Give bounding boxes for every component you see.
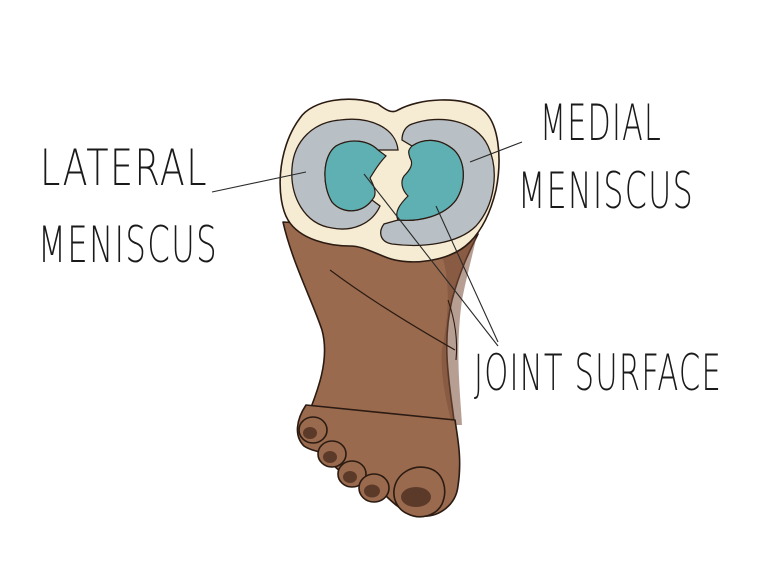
toenail-third xyxy=(343,471,357,483)
lateral-joint-surface xyxy=(324,140,387,212)
label-lateral-line2: MENISCUS xyxy=(38,216,218,274)
leg-illustration xyxy=(282,221,479,518)
ankle-crease xyxy=(447,299,458,361)
toenail-fourth xyxy=(323,451,337,463)
label-medial-line1: MEDIAL xyxy=(540,94,662,152)
leader-joint-surface-lateral xyxy=(363,173,499,347)
leader-lateral-meniscus xyxy=(211,171,307,193)
label-lateral-line1: LATERAL xyxy=(40,139,208,197)
label-medial-line2: MENISCUS xyxy=(518,162,694,220)
leader-joint-surface-medial xyxy=(435,205,499,343)
labels: LATERAL MENISCUS MEDIAL MENISCUS JOINT S… xyxy=(38,94,722,402)
leader-medial-meniscus xyxy=(469,141,523,163)
leader-lines xyxy=(211,141,523,347)
toenail-big xyxy=(401,487,431,507)
toenail-little xyxy=(303,427,317,439)
label-joint-surface: JOINT SURFACE xyxy=(474,344,722,402)
medial-joint-surface xyxy=(396,139,464,221)
shin-shadow xyxy=(440,238,476,425)
tibial-plateau xyxy=(279,98,500,263)
toenail-second xyxy=(364,484,380,498)
toes xyxy=(298,416,446,518)
shin-crease xyxy=(329,269,456,351)
